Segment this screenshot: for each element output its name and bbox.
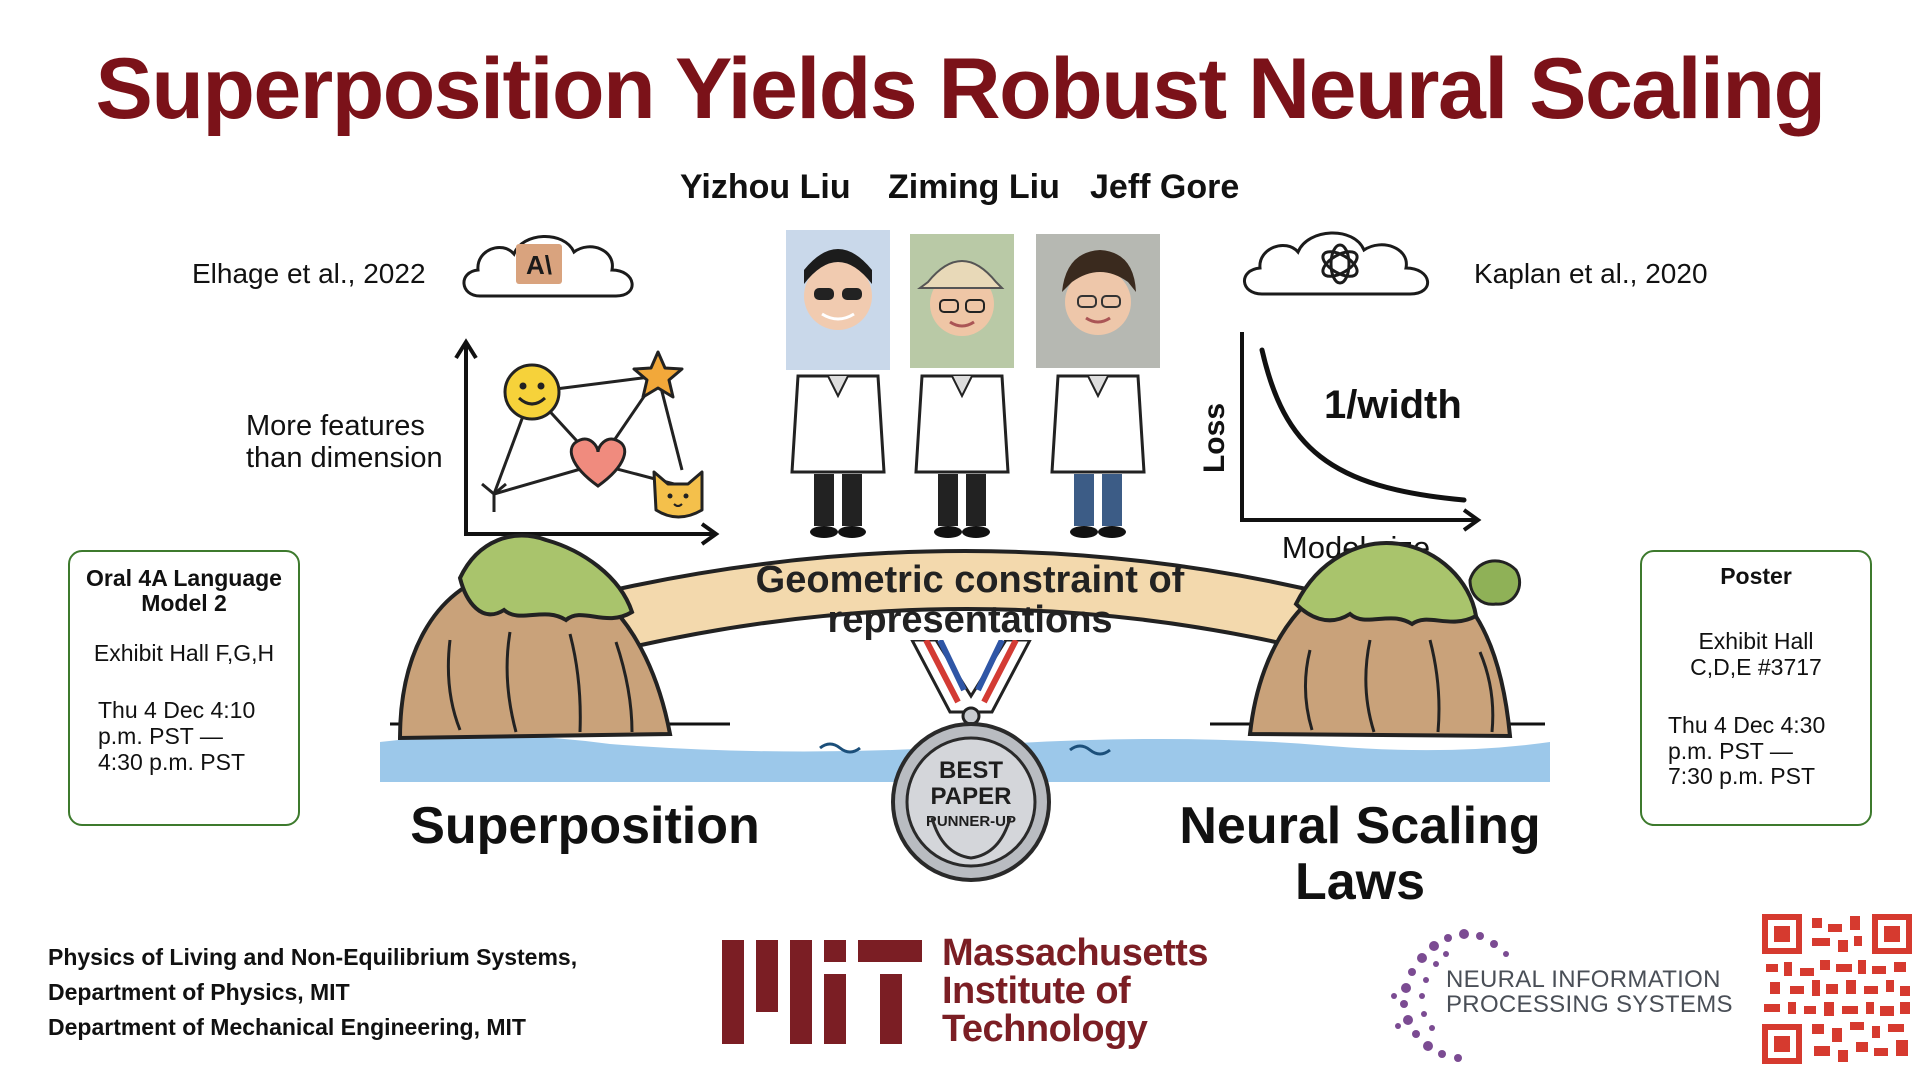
poster-box-title: Poster	[1720, 563, 1792, 589]
neurips-wordmark-line2: PROCESSING SYSTEMS	[1446, 991, 1733, 1018]
right-citation: Kaplan et al., 2020	[1474, 258, 1708, 289]
smiley-icon	[503, 363, 561, 421]
cat-icon	[652, 470, 704, 519]
left-caption-line2: than dimension	[246, 442, 443, 475]
medal-icon: BEST PAPER RUNNER-UP	[891, 640, 1051, 882]
oral-location: Exhibit Hall F,G,H	[93, 639, 275, 666]
medal-text-line3: RUNNER-UP	[926, 813, 1016, 830]
anthropic-logo-text: A\	[526, 250, 552, 280]
right-island	[1247, 541, 1522, 739]
poster-info-box: Poster Exhibit Hall C,D,E #3717 Thu 4 De…	[1640, 550, 1872, 826]
qr-code	[1762, 914, 1912, 1064]
poster-title: Superposition Yields Robust Neural Scali…	[95, 41, 1826, 137]
scientist-2	[910, 234, 1014, 538]
left-island	[397, 533, 673, 741]
poster-time-line3: 7:30 p.m. PST	[1668, 763, 1816, 790]
bridge-scene: Geometric constraint of representations	[380, 533, 1550, 782]
cloud-openai-icon	[1243, 231, 1430, 296]
bridge-text-line2: representations	[827, 599, 1112, 641]
oral-time-line3: 4:30 p.m. PST	[98, 748, 246, 775]
anthropic-logo	[516, 244, 562, 284]
affiliation-line3: Department of Mechanical Engineering, MI…	[48, 1014, 526, 1040]
neurips-wordmark-line1: NEURAL INFORMATION	[1446, 966, 1721, 993]
bridge-text-line1: Geometric constraint of	[756, 559, 1185, 601]
author-1-name: Yizhou Liu	[680, 168, 851, 206]
oral-time-line1: Thu 4 Dec 4:10	[98, 697, 256, 724]
poster-time-line1: Thu 4 Dec 4:30	[1668, 711, 1826, 738]
scaling-curve-label: 1/width	[1324, 383, 1462, 427]
cloud-anthropic-icon: A\	[462, 235, 634, 298]
mit-logo	[722, 940, 922, 1044]
loss-axis-label: Loss	[1198, 403, 1231, 473]
medal-text-line2: PAPER	[931, 783, 1012, 810]
mit-wordmark-line2: Institute of	[942, 970, 1131, 1012]
scaling-plot: 1/width Loss Model size	[1198, 332, 1482, 565]
author-2-name: Ziming Liu	[888, 168, 1060, 206]
neural-scaling-label-line2: Laws	[1294, 853, 1426, 912]
mit-wordmark-line1: Massachusetts	[942, 932, 1208, 974]
superposition-label: Superposition	[410, 797, 760, 855]
oral-title-line2: Model 2	[141, 590, 227, 617]
poster-location-line2: C,D,E #3717	[1690, 654, 1822, 681]
medal-text-line1: BEST	[939, 757, 1003, 784]
heart-icon	[569, 437, 627, 488]
neural-scaling-label-line1: Neural Scaling	[1179, 797, 1541, 855]
oral-title-line1: Oral 4A Language	[86, 565, 282, 591]
poster-location-line1: Exhibit Hall	[1698, 628, 1814, 655]
neurips-logo	[1391, 929, 1509, 1062]
openai-logo	[1321, 243, 1359, 285]
oral-time-line2: p.m. PST —	[98, 723, 223, 750]
left-citation: Elhage et al., 2022	[192, 258, 426, 289]
oral-info-box: Oral 4A Language Model 2 Exhibit Hall F,…	[68, 550, 300, 826]
scientists-illustration	[786, 230, 1160, 538]
affiliation-line1: Physics of Living and Non-Equilibrium Sy…	[48, 944, 578, 970]
y-shape-icon	[481, 482, 507, 512]
scaling-curve	[1259, 347, 1467, 503]
scientist-1	[786, 230, 890, 538]
star-icon	[632, 350, 684, 399]
poster-time-line2: p.m. PST —	[1668, 737, 1793, 764]
author-3-name: Jeff Gore	[1090, 168, 1240, 206]
mit-wordmark-line3: Technology	[942, 1008, 1148, 1050]
scientist-3	[1036, 234, 1160, 538]
left-caption-line1: More features	[246, 410, 425, 442]
feature-graph	[454, 338, 720, 546]
affiliation-line2: Department of Physics, MIT	[48, 979, 350, 1005]
